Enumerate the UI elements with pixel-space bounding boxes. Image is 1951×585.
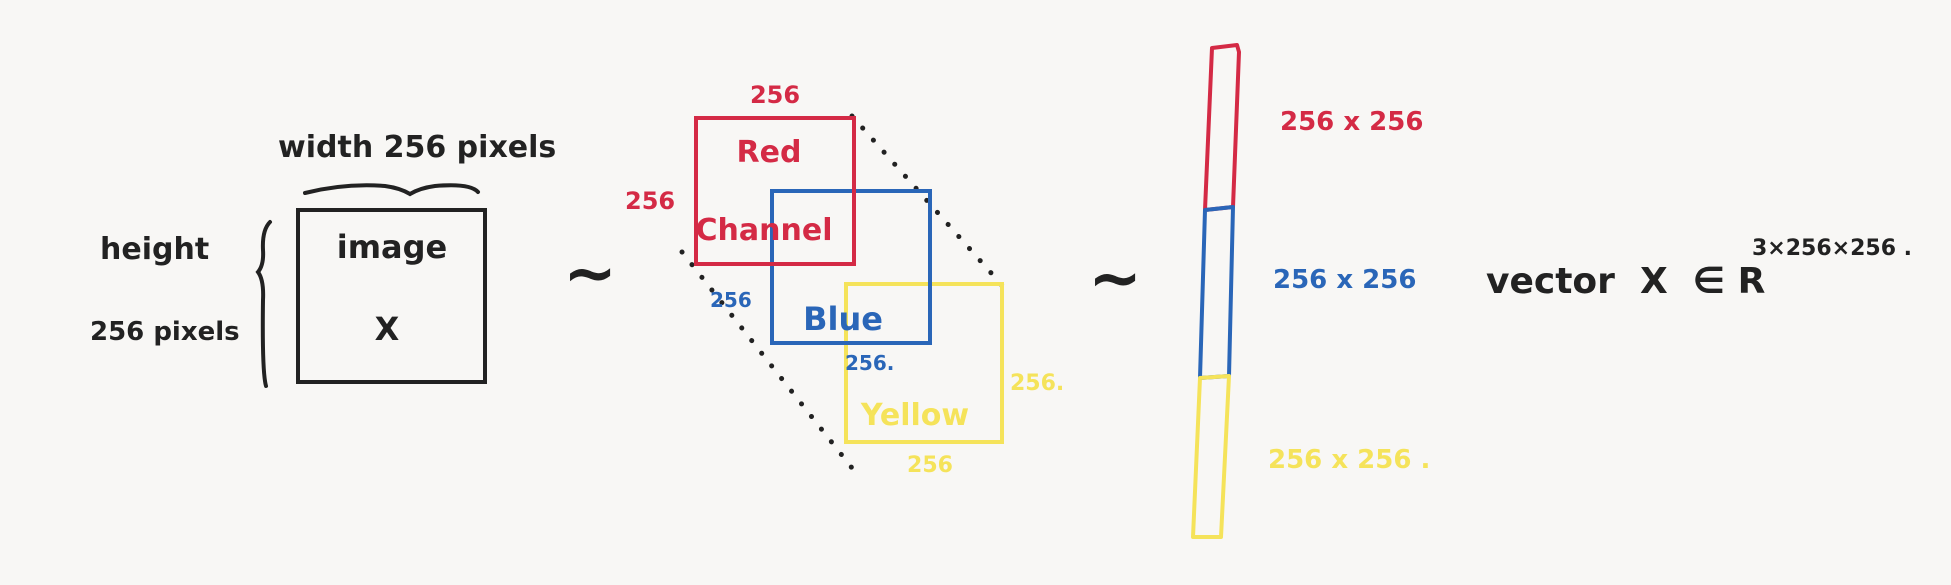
yellow-side-dim: 256. <box>1010 371 1064 396</box>
vector-blue-label: 256 x 256 <box>1273 265 1416 295</box>
red-top-dim: 256 <box>750 81 800 109</box>
vector-segment-yellow <box>1191 374 1231 539</box>
blue-bottom-dim: 256. <box>845 351 894 375</box>
blue-channel-box <box>770 189 932 345</box>
image-block: width 256 pixels height 256 pixels image… <box>90 130 556 388</box>
height-label-line2: 256 pixels <box>90 317 240 347</box>
red-side-dim: 256 <box>625 187 675 215</box>
equivalence-symbol-2: ~ <box>1088 242 1142 316</box>
vector-red-label: 256 x 256 <box>1280 107 1423 137</box>
channels-stack: Yellow 256. 256 Blue 256 256. Red Channe… <box>625 81 1064 478</box>
red-channel-label-line1: Red <box>737 135 802 170</box>
equivalence-symbol-1: ~ <box>563 237 617 311</box>
image-box-title: image <box>337 228 448 266</box>
yellow-channel-box <box>844 282 1004 444</box>
vector-exponent: 3×256×256 . <box>1752 236 1912 261</box>
vector-block: 256 x 256 256 x 256 256 x 256 . vector X… <box>1191 43 1912 539</box>
vector-segment-blue <box>1198 205 1235 380</box>
yellow-channel-label: Yellow <box>860 398 969 433</box>
vector-expression: vector X ∈ R <box>1486 261 1765 302</box>
red-channel-label-line2: Channel <box>696 213 833 248</box>
vector-segment-red <box>1203 43 1241 212</box>
red-channel-box <box>694 116 856 266</box>
height-label-line1: height <box>100 232 209 267</box>
width-brace <box>303 183 480 197</box>
height-brace <box>255 220 272 388</box>
projection-lines <box>679 113 1011 471</box>
blue-channel-label: Blue <box>803 300 883 338</box>
vector-yellow-label: 256 x 256 . <box>1268 445 1430 475</box>
image-box-symbol: X <box>375 310 400 348</box>
width-label: width 256 pixels <box>278 130 556 165</box>
image-box <box>296 208 487 384</box>
yellow-bottom-dim: 256 <box>907 453 953 478</box>
blue-side-dim: 256 <box>710 288 752 312</box>
